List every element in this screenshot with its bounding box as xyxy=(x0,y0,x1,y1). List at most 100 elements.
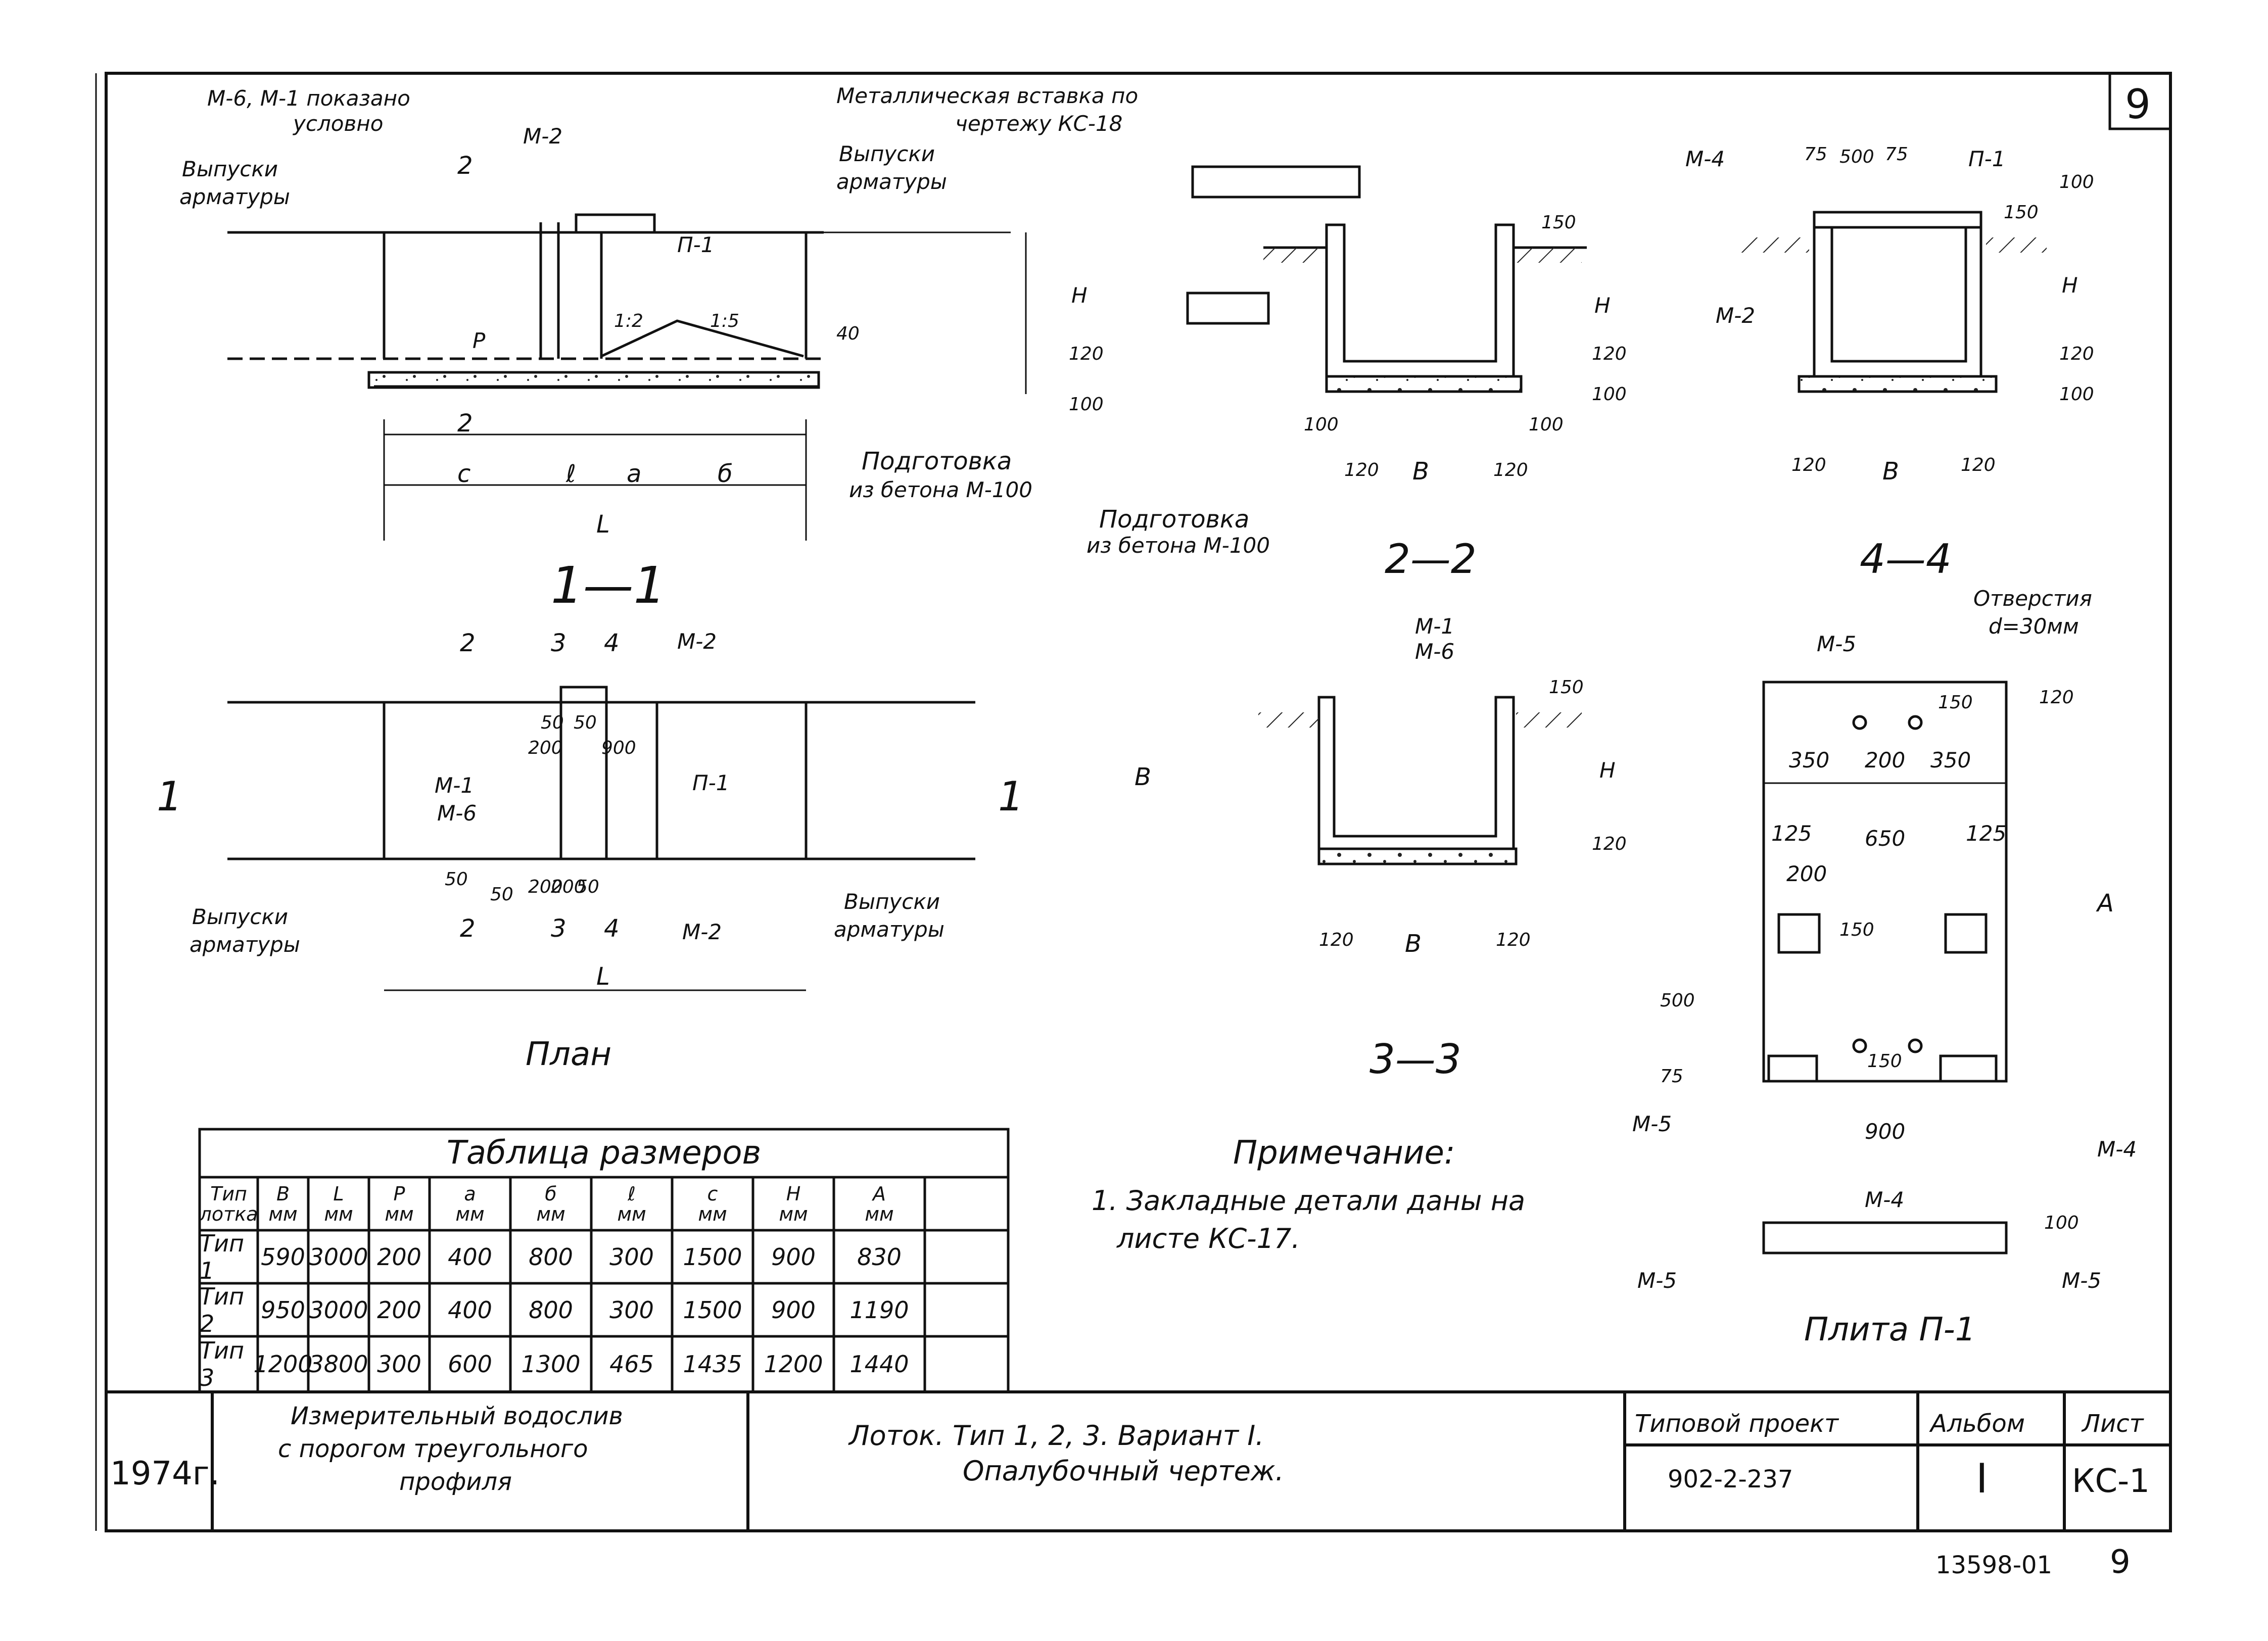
plan-dim-200-c: 200 xyxy=(551,877,586,897)
plan-callout-m1: М-1 xyxy=(435,773,475,798)
dim-100-b: 100 xyxy=(2059,384,2094,405)
plan-label: План xyxy=(526,1036,612,1073)
callout-m4-section: М-4 xyxy=(1865,1187,1905,1212)
section-label-4-4: 4—4 xyxy=(1860,536,1952,583)
plan-section-mark-b2: 2 xyxy=(460,914,476,943)
dim-100: 100 xyxy=(2059,172,2094,192)
section-1-1-drawing xyxy=(227,213,1027,541)
table-cell: 1440 xyxy=(849,1350,909,1378)
section-mark-bottom: 2 xyxy=(457,409,473,438)
table-cell: 300 xyxy=(609,1243,654,1271)
dim-l: ℓ xyxy=(566,460,576,488)
table-header-unit: мм xyxy=(617,1202,646,1225)
table-header-unit: мм xyxy=(324,1202,353,1225)
callout-m5-section-right: М-5 xyxy=(2062,1268,2102,1293)
dim-b: В xyxy=(1882,457,1899,486)
note-title: Примечание: xyxy=(1233,1134,1455,1172)
dim-120-left: 120 xyxy=(1791,455,1826,475)
table-cell: 400 xyxy=(448,1296,492,1324)
table-cell: 300 xyxy=(609,1296,654,1324)
callout-prep: Подготовка xyxy=(1099,505,1250,534)
table-cell: 1500 xyxy=(683,1243,742,1271)
plan-dim-200-b: 200 xyxy=(528,877,563,897)
dim-900: 900 xyxy=(1865,1119,1906,1144)
dim-100-left: 100 xyxy=(1304,414,1339,435)
plan-dim-50-e: 50 xyxy=(576,877,599,897)
note-line-1: 1. Закладные детали даны на xyxy=(1092,1185,1526,1217)
section-label-2-2: 2—2 xyxy=(1385,536,1477,583)
plan-dim-900: 900 xyxy=(601,738,636,758)
dim-h: Н xyxy=(1594,293,1611,318)
table-header-unit: мм xyxy=(698,1202,727,1225)
table-header-name: Р xyxy=(393,1182,405,1205)
plan-callout-outlets-left: Выпуски xyxy=(192,904,289,929)
dim-125-a: 125 xyxy=(1771,821,1812,846)
title-block-project-label: Типовой проект xyxy=(1635,1410,1839,1438)
table-header-name: Тип xyxy=(210,1182,247,1205)
plan-section-mark-t3: 3 xyxy=(551,629,566,657)
table-cell: 465 xyxy=(609,1350,654,1378)
title-block-year: 1974г. xyxy=(110,1455,220,1492)
table-cell: 830 xyxy=(857,1243,902,1271)
dim-c: с xyxy=(457,460,471,488)
title-block-album-value: I xyxy=(1976,1455,1988,1502)
dim-b: б xyxy=(718,460,733,488)
slope-1-2: 1:2 xyxy=(614,311,643,331)
plan-drawing xyxy=(227,686,975,991)
section-label-3-3: 3—3 xyxy=(1369,1036,1461,1083)
table-cell: 900 xyxy=(771,1296,816,1324)
table-row-type: Тип 3 xyxy=(200,1337,245,1391)
dim-120-left: 120 xyxy=(1344,460,1379,480)
title-block-project-value: 902-2-237 xyxy=(1668,1465,1793,1493)
callout-metal-insert-line2: чертежу КС-18 xyxy=(955,111,1123,136)
dim-120-right: 120 xyxy=(1493,460,1528,480)
plan-callout-outlets-right-line2: арматуры xyxy=(834,917,944,942)
plan-section-mark-b3: 3 xyxy=(551,914,566,943)
plan-dim-L: L xyxy=(596,962,610,991)
table-header-name: Н xyxy=(786,1182,801,1205)
callout-m6: М-6 xyxy=(1415,639,1455,664)
callout-prep-line2: из бетона М-100 xyxy=(1086,533,1270,558)
section-2-2-drawing xyxy=(1186,165,1587,393)
callout-outlets-left: Выпуски xyxy=(182,157,278,181)
table-header-unit: мм xyxy=(268,1202,298,1225)
title-block-sheet-value: КС-1 xyxy=(2072,1463,2150,1500)
plan-section-mark-b4: 4 xyxy=(604,914,620,943)
plan-callout-m2-top: М-2 xyxy=(677,629,717,654)
slab-label: Плита П-1 xyxy=(1804,1311,1976,1348)
table-header-name: ℓ xyxy=(628,1182,636,1205)
title-block-title-line2: Опалубочный чертеж. xyxy=(963,1455,1284,1487)
table-header-name: а xyxy=(464,1182,476,1205)
table-cell: 800 xyxy=(529,1243,573,1271)
dim-b: В xyxy=(1405,930,1422,958)
callout-m6-m1-line2: условно xyxy=(293,111,384,136)
callout-m1: М-1 xyxy=(1415,614,1455,639)
dim-125-b: 125 xyxy=(1966,821,2007,846)
dim-120-right: 120 xyxy=(1496,930,1531,950)
table-cell: 900 xyxy=(771,1243,816,1271)
table-cell: 1190 xyxy=(849,1296,909,1324)
dim-120-left: 120 xyxy=(1319,930,1354,950)
plan-dim-50-a: 50 xyxy=(541,712,564,733)
plan-section-mark-t2: 2 xyxy=(460,629,476,657)
table-row-type: Тип 1 xyxy=(200,1229,245,1284)
callout-p1: П-1 xyxy=(677,232,715,257)
dim-150: 150 xyxy=(1549,677,1584,698)
table-cell: 1435 xyxy=(683,1350,742,1378)
dim-150: 150 xyxy=(1541,212,1576,233)
plan-section-mark-t4: 4 xyxy=(604,629,620,657)
title-block-sheet-label: Лист xyxy=(2082,1410,2144,1438)
dim-650: 650 xyxy=(1865,826,1906,851)
note-line-2: листе КС-17. xyxy=(1117,1223,1300,1254)
table-cell: 3000 xyxy=(309,1243,368,1271)
dim-500: 500 xyxy=(1839,147,1874,167)
plan-section-mark-right1: 1 xyxy=(998,773,1024,820)
callout-prep-line2: из бетона М-100 xyxy=(849,477,1032,502)
